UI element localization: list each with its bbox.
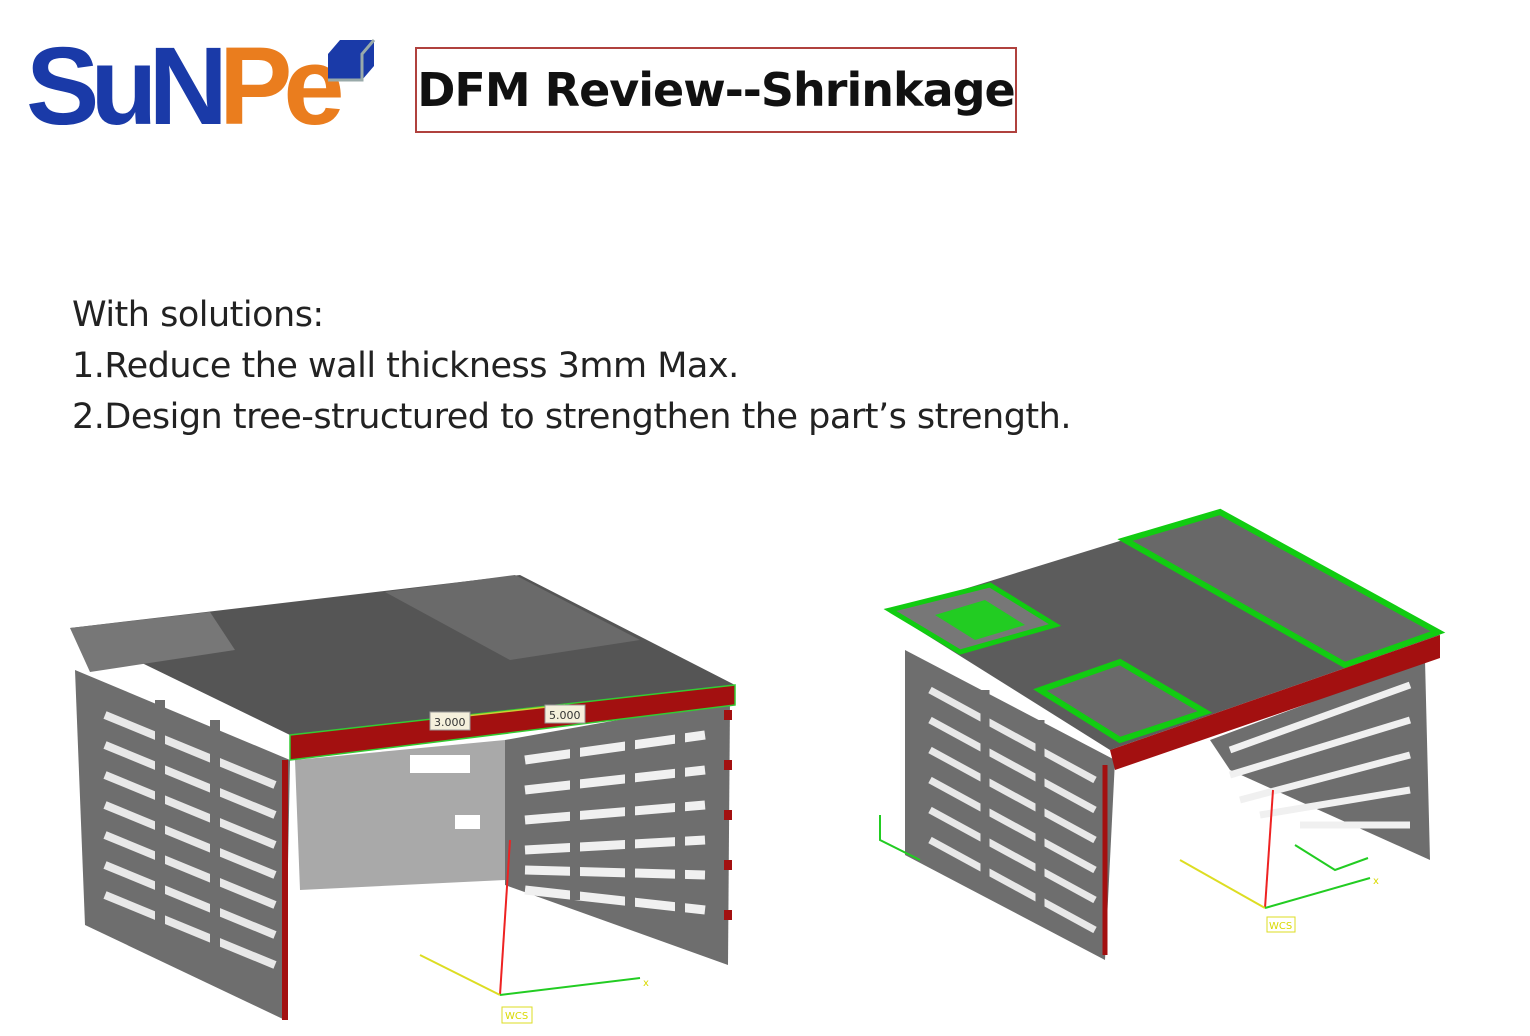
solutions-text: With solutions: 1.Reduce the wall thickn… xyxy=(72,290,1071,443)
cube-icon xyxy=(328,39,376,82)
solutions-intro: With solutions: xyxy=(72,295,324,335)
logo-text-blue: SuN xyxy=(26,25,228,148)
page-title: DFM Review--Shrinkage xyxy=(417,63,1015,117)
logo-text-orange: Pe xyxy=(219,25,345,148)
axis-x-label: x xyxy=(1373,876,1379,887)
title-box: DFM Review--Shrinkage xyxy=(415,47,1017,133)
axis-x-label: x xyxy=(643,978,649,989)
wcs-label: WCS xyxy=(505,1011,528,1022)
wcs-label: WCS xyxy=(1269,921,1292,932)
sunpe-logo: SuNPe xyxy=(26,32,386,142)
dimension-label: 3.000 xyxy=(434,716,466,729)
dimension-label: 5.000 xyxy=(549,709,581,722)
cad-model-improved: x WCS xyxy=(879,508,1446,960)
solution-item: 2.Design tree-structured to strengthen t… xyxy=(72,397,1071,437)
solution-item: 1.Reduce the wall thickness 3mm Max. xyxy=(72,346,739,386)
cad-model-original: 3.000 5.000 x WCS xyxy=(70,575,736,1024)
